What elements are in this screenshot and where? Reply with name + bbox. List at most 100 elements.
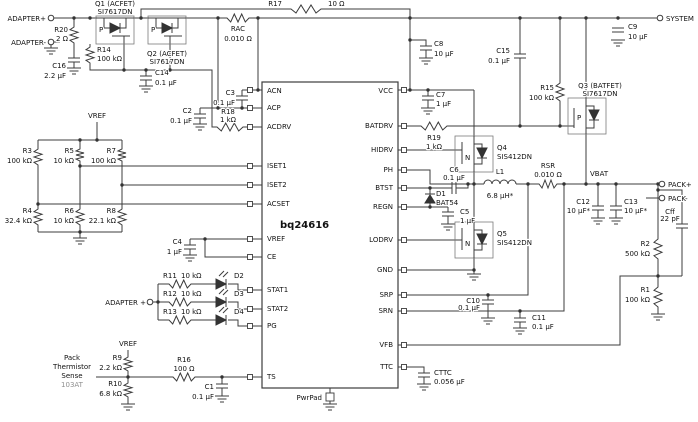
net-adapter-led: ADAPTER +	[105, 299, 146, 307]
label-R13-ref: R13	[163, 308, 177, 316]
pin-acdrv: ACDRV	[267, 123, 291, 131]
label-R3-value: 100 kΩ	[7, 157, 33, 165]
net-vref-ts: VREF	[119, 340, 137, 348]
label-RAC-ref: RAC	[231, 25, 245, 33]
mosfet-q4: N	[454, 135, 494, 173]
label-R20-ref: R20	[54, 26, 68, 34]
pin-vref: VREF	[267, 235, 285, 243]
label-RAC-value: 0.010 Ω	[224, 35, 252, 43]
label-R19-value: 1 kΩ	[426, 143, 443, 151]
label-R7-value: 100 kΩ	[91, 157, 117, 165]
net-adapter-plus: ADAPTER+	[8, 15, 47, 23]
label-C2-ref: C2	[183, 107, 192, 115]
ground-symbols	[44, 39, 665, 411]
label-R17-value: 10 Ω	[328, 0, 345, 8]
pin-ce: CE	[267, 253, 276, 261]
pin-stat2: STAT2	[267, 305, 288, 313]
label-R7-ref: R7	[107, 147, 116, 155]
label-C7-value: 1 µF	[436, 100, 451, 108]
label-R13-value: 10 kΩ	[181, 308, 202, 316]
label-C16-ref: C16	[52, 62, 66, 70]
pin-pg: PG	[267, 322, 277, 330]
diode-d1	[424, 193, 436, 204]
pin-iset1: ISET1	[267, 162, 287, 170]
pwrpad-label: PwrPad	[297, 394, 322, 402]
net-vref-top: VREF	[88, 112, 106, 120]
label-D2-ref: D2	[234, 272, 244, 280]
label-R9-ref: R9	[113, 354, 122, 362]
label-CTTC-value: 0.056 µF	[434, 378, 465, 386]
mosfet-q1: P	[95, 15, 135, 45]
pin-ttc: TTC	[379, 363, 393, 371]
label-D4-ref: D4	[234, 308, 244, 316]
label-RSR-value: 0.010 Ω	[534, 171, 562, 179]
label-C6-value: 0.1 µF	[443, 174, 465, 182]
label-D1-value: BAT54	[436, 199, 459, 207]
label-C11-value: 0.1 µF	[532, 323, 554, 331]
label-R8-ref: R8	[107, 207, 116, 215]
label-C4-ref: C4	[173, 238, 183, 246]
label-C1-value: 0.1 µF	[192, 393, 214, 401]
label-C5-value: 1 µF	[460, 217, 475, 225]
label-R2-ref: R2	[641, 240, 650, 248]
label-D3-ref: D3	[234, 290, 244, 298]
label-C13-ref: C13	[624, 198, 638, 206]
label-C1-ref: C1	[205, 383, 214, 391]
pin-srp: SRP	[379, 291, 393, 299]
label-R12-value: 10 kΩ	[181, 290, 202, 298]
pwrpad-pad	[325, 392, 335, 402]
label-R16-value: 100 Ω	[174, 365, 196, 373]
junction-dots	[36, 16, 660, 379]
pin-acset: ACSET	[267, 200, 290, 208]
label-R2-value: 500 kΩ	[625, 250, 651, 258]
label-R16-ref: R16	[177, 356, 191, 364]
label-R4-ref: R4	[23, 207, 33, 215]
label-Q3-value: SI7617DN	[583, 90, 618, 98]
label-R14-ref: R14	[97, 46, 111, 54]
pin-vcc: VCC	[378, 87, 393, 95]
label-C11-ref: C11	[532, 314, 546, 322]
label-C14-ref: C14	[155, 69, 169, 77]
q1-channel-label: P	[99, 26, 103, 34]
pin-vfb: VFB	[379, 341, 393, 349]
q2-channel-label: P	[151, 26, 155, 34]
resistor-symbols	[32, 4, 664, 400]
label-C3-value: 0.1 µF	[213, 99, 235, 107]
mosfet-q3: P	[567, 97, 607, 135]
label-Q5-value: SIS412DN	[497, 239, 532, 247]
pin-gnd: GND	[377, 266, 393, 274]
label-R5-ref: R5	[65, 147, 74, 155]
net-pack-plus: PACK+	[668, 181, 692, 189]
label-Q5-ref: Q5	[497, 230, 507, 238]
label-R18-ref: R18	[221, 108, 235, 116]
label-C9-value: 10 µF	[628, 33, 648, 41]
capacitor-symbols	[68, 27, 688, 389]
pin-acn: ACN	[267, 87, 282, 95]
q5-channel-label: N	[465, 240, 470, 248]
pin-batdrv: BATDRV	[365, 122, 393, 130]
label-R6-ref: R6	[65, 207, 75, 215]
ic-name: bq24616	[280, 220, 329, 231]
label-Q3-ref: Q3 (BATFET)	[578, 82, 622, 90]
thermistor-label-2: Thermistor	[52, 363, 91, 371]
label-R3-ref: R3	[23, 147, 32, 155]
label-L1-value: 6.8 µH*	[487, 192, 514, 200]
led-d4	[215, 306, 229, 326]
label-R4-value: 32.4 kΩ	[5, 217, 33, 225]
label-Q1-ref: Q1 (ACFET)	[95, 0, 135, 8]
thermistor-part: 103AT	[61, 381, 84, 389]
label-C8-value: 10 µF	[434, 50, 454, 58]
label-C8-ref: C8	[434, 40, 443, 48]
mosfet-q5: N	[454, 221, 494, 259]
label-R20-value: 2 Ω	[56, 35, 69, 43]
label-R8-value: 22.1 kΩ	[89, 217, 117, 225]
label-Q2-value: SI7617DN	[150, 58, 185, 66]
label-RSR-ref: RSR	[541, 162, 555, 170]
net-pack-minus: PACK-	[668, 195, 688, 203]
pin-acp: ACP	[267, 104, 281, 112]
terminal-symbols	[47, 14, 666, 306]
label-CTTC-ref: CTTC	[434, 369, 452, 377]
label-R10-value: 6.8 kΩ	[99, 390, 122, 398]
